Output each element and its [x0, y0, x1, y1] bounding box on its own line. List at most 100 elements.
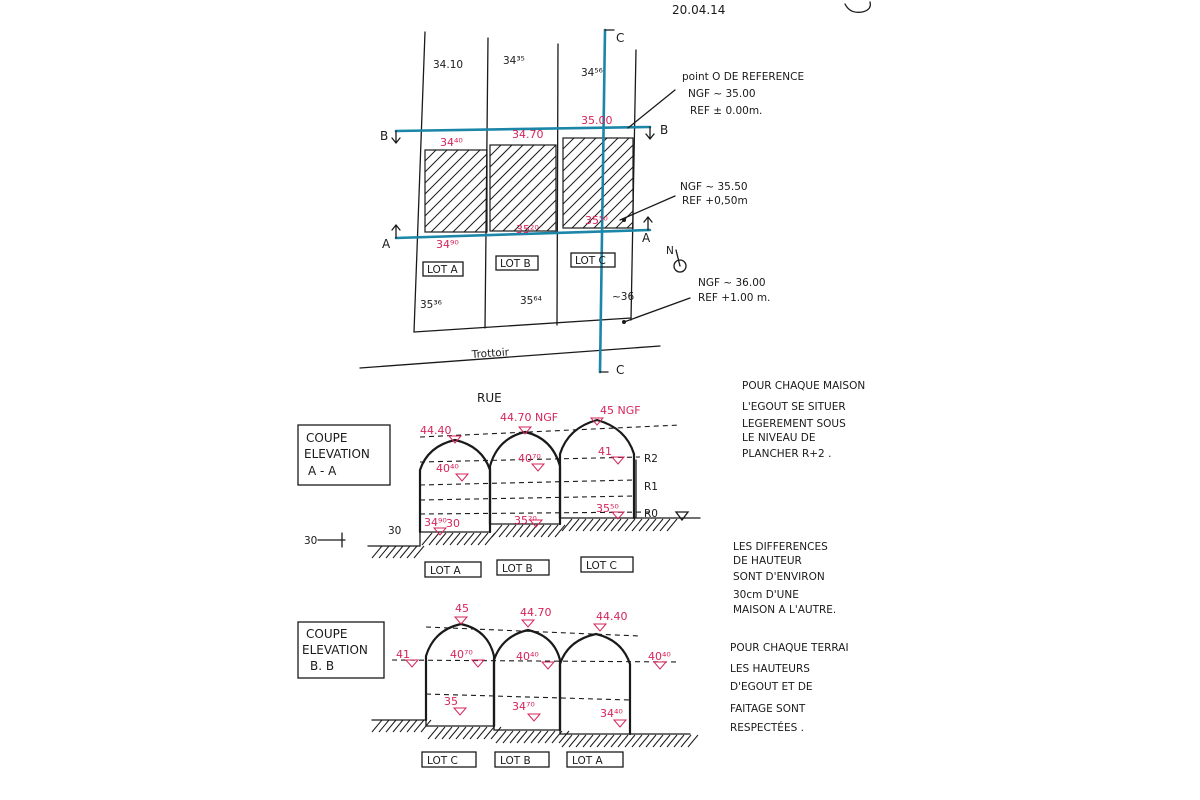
ground-hatch-stroke: [490, 726, 502, 740]
aa-ridge-a: 44.40: [420, 424, 452, 437]
ground-hatch-stroke: [561, 734, 573, 748]
aa-floor-tag-r1: R1: [644, 481, 658, 493]
section-b-right-label: B: [660, 123, 668, 137]
level-marker-icon: [610, 511, 626, 520]
hatch-stroke: [562, 137, 575, 150]
ground-hatch-stroke: [673, 734, 685, 748]
bb-lot-b-box: [494, 751, 550, 768]
hatch-stroke: [562, 137, 619, 194]
ground-hatch-stroke: [638, 518, 650, 532]
note-leader-1: [627, 89, 676, 129]
level-marker-icon: [540, 661, 556, 670]
ground-hatch-stroke: [516, 730, 528, 744]
ground-hatch-stroke: [645, 518, 657, 532]
bb-eave-left: 41: [396, 648, 410, 661]
level-marker-icon: [652, 661, 668, 670]
section-bb-title: COUPE ELEVATION B. B: [302, 627, 372, 673]
ground-hatch-stroke: [624, 734, 636, 748]
hatch-stroke: [424, 149, 470, 195]
hatch-stroke: [489, 144, 557, 212]
ground-hatch-stroke: [385, 545, 397, 559]
ground-hatch-stroke: [456, 532, 468, 546]
plan-level-a-b: 35²⁰: [516, 223, 539, 236]
ground-hatch-stroke: [378, 719, 390, 733]
hatch-stroke: [562, 137, 586, 161]
section-a-left-label: A: [382, 237, 391, 251]
aa-floor2-line: [419, 495, 635, 501]
plan-level-bottom-b: 35⁶⁴: [520, 295, 542, 307]
note-dot-2: [622, 218, 626, 222]
section-bb-ground: [371, 719, 691, 735]
ground-hatch-stroke: [603, 734, 615, 748]
ground-hatch-stroke: [523, 730, 535, 744]
plan-lot-c-box: [570, 252, 616, 268]
aa-ground-marker-icon: [674, 511, 690, 522]
plan-level-b-c: 35.00: [581, 114, 613, 127]
ground-hatch-stroke: [575, 518, 587, 532]
ground-hatch-stroke: [540, 524, 552, 538]
level-marker-icon: [517, 426, 533, 435]
ground-hatch-stroke: [448, 726, 460, 740]
arrow-b-left: [391, 130, 401, 145]
ground-hatch-stroke: [687, 734, 699, 748]
aa-eave-b: 40⁷⁰: [518, 452, 541, 465]
bb-ridge-c: 45: [455, 602, 469, 615]
ground-hatch-stroke: [666, 734, 678, 748]
section-line-a: [394, 228, 652, 240]
ground-hatch-stroke: [551, 730, 563, 744]
plan-lot-a-box: [422, 261, 464, 277]
hatch-stroke: [626, 221, 634, 229]
north-arrow-icon: [673, 259, 687, 273]
plan-lot-a: LOT A: [427, 264, 458, 276]
aa-eave-line: [419, 456, 641, 463]
hatch-stroke: [452, 197, 488, 233]
ground-hatch-stroke: [392, 719, 404, 733]
bb-eave-line: [391, 659, 681, 663]
ground-hatch-stroke: [530, 730, 542, 744]
ground-hatch-stroke: [462, 726, 474, 740]
house-a-section-bb: [558, 632, 632, 736]
aa-step-label-2: 30: [388, 525, 401, 537]
hatch-stroke: [424, 149, 448, 173]
ground-hatch-stroke: [645, 734, 657, 748]
note-leader-3: [623, 297, 691, 323]
ground-hatch-stroke: [421, 532, 433, 546]
ground-hatch-stroke: [470, 532, 482, 546]
ground-hatch-stroke: [483, 726, 495, 740]
level-marker-icon: [610, 456, 626, 465]
aa-floor-a: 34⁹⁰: [424, 516, 447, 529]
bb-eave-right: 40⁴⁰: [648, 650, 671, 663]
ground-hatch-stroke: [406, 719, 418, 733]
hatch-stroke: [485, 230, 488, 233]
level-marker-icon: [432, 527, 448, 536]
plan-lot-c: LOT C: [575, 255, 606, 267]
arrow-b-right: [645, 126, 655, 141]
hatch-stroke: [491, 166, 557, 232]
plan-level-top-a: 34.10: [433, 59, 463, 71]
plan-lot-b-box: [495, 255, 539, 271]
ground-hatch-stroke: [610, 518, 622, 532]
ground-hatch-stroke: [582, 518, 594, 532]
bb-lot-c: LOT C: [427, 755, 458, 767]
note-terrain-heights: POUR CHAQUE TERRAI LES HAUTEURS D'EGOUT …: [730, 642, 852, 734]
house-b-section-bb: [492, 628, 562, 732]
hatch-stroke: [424, 153, 488, 217]
ground-hatch-stroke: [495, 730, 507, 744]
aa-floor-b: 35²⁰: [514, 514, 537, 527]
section-bb-title-box: [297, 621, 385, 679]
section-bb-ground-hatch: [371, 719, 699, 748]
ground-hatch-stroke: [617, 734, 629, 748]
ground-hatch-stroke: [652, 734, 664, 748]
hatch-stroke: [489, 144, 546, 201]
ground-hatch-stroke: [544, 730, 556, 744]
ground-hatch-stroke: [505, 524, 517, 538]
ground-hatch-stroke: [575, 734, 587, 748]
hatch-stroke: [489, 144, 513, 168]
ground-hatch-stroke: [680, 734, 692, 748]
hatch-stroke: [582, 177, 634, 229]
ground-hatch-stroke: [498, 524, 510, 538]
ground-hatch-stroke: [502, 730, 514, 744]
hatch-stroke: [562, 144, 634, 216]
plan-level-b-b: 34.70: [512, 128, 544, 141]
